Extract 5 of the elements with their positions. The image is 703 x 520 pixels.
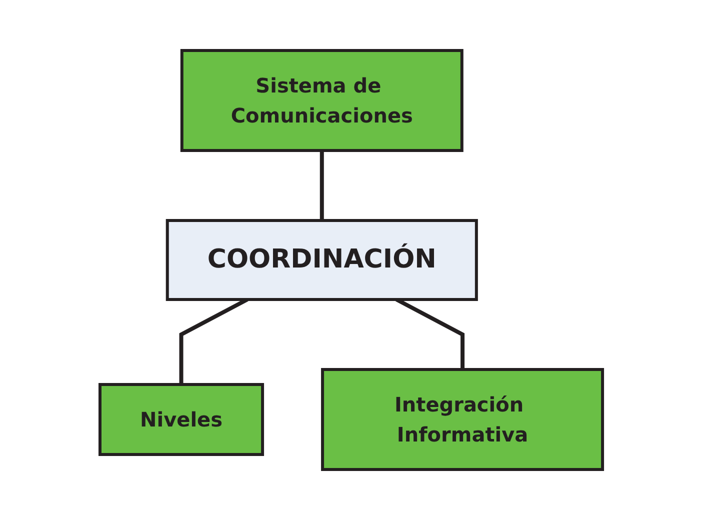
node-box: COORDINACIÓN bbox=[166, 219, 478, 301]
connector bbox=[320, 150, 324, 220]
node-box: Integración Informativa bbox=[321, 368, 604, 471]
node-box: Niveles bbox=[98, 383, 264, 456]
node-box: Sistema de Comunicaciones bbox=[180, 49, 464, 152]
